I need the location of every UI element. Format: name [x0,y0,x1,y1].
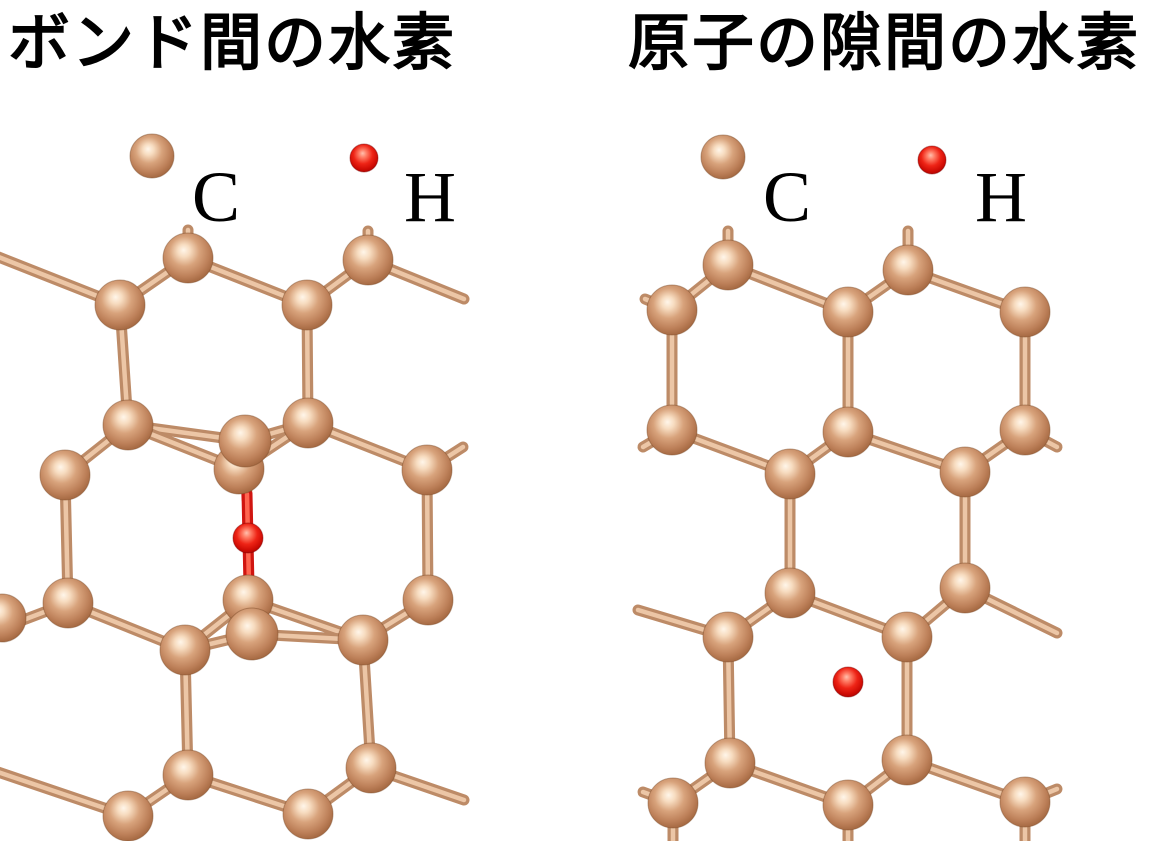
carbon-atom [42,577,94,629]
left-panel-structure [0,133,470,841]
hydrogen-atom [917,145,947,175]
left-panel-title: ボンド間の水素 [8,9,456,78]
carbon-atom [282,788,334,840]
carbon-atom [764,567,816,619]
carbon-atom [882,244,934,296]
carbon-atom [822,779,874,831]
carbon-atom [162,232,214,284]
carbon-atom [646,404,698,456]
carbon-atom [281,279,333,331]
carbon-atom [345,742,397,794]
left-panel-legend: C H [192,157,456,237]
carbon-atom [939,446,991,498]
carbon-atom [702,239,754,291]
right-panel-legend: C H [763,157,1027,237]
right-legend-hydrogen-label: H [975,157,1027,237]
carbon-atom [881,611,933,663]
carbon-atom [102,399,154,451]
hydrogen-atom [232,522,264,554]
carbon-atom [342,234,394,286]
left-legend-carbon-label: C [192,157,240,237]
carbon-atom [337,614,389,666]
carbon-atom [764,448,816,500]
carbon-atom [402,574,454,626]
carbon-atom [999,286,1051,338]
carbon-atom [822,406,874,458]
carbon-atom [999,776,1051,828]
carbon-atom [647,777,699,829]
carbon-atom [129,133,175,179]
carbon-atom [700,134,746,180]
right-panel-title: 原子の隙間の水素 [628,9,1140,78]
right-panel-structure [632,134,1063,841]
carbon-atom [159,624,211,676]
carbon-atom [822,286,874,338]
hydrogen-atom [349,143,379,173]
carbon-atom [401,444,453,496]
carbon-atom [999,404,1051,456]
carbon-atom [646,284,698,336]
right-legend-carbon-label: C [763,157,811,237]
carbon-atom [39,449,91,501]
carbon-atom [162,749,214,801]
carbon-atom [881,734,933,786]
carbon-atom [939,562,991,614]
carbon-atom [702,611,754,663]
carbon-atom [102,790,154,841]
carbon-atom [225,607,279,661]
hydrogen-atom [832,666,864,698]
left-legend-hydrogen-label: H [404,157,456,237]
carbon-atom [218,414,272,468]
carbon-atom [704,737,756,789]
carbon-atom [282,397,334,449]
carbon-atom [0,593,27,643]
carbon-atom [94,279,146,331]
